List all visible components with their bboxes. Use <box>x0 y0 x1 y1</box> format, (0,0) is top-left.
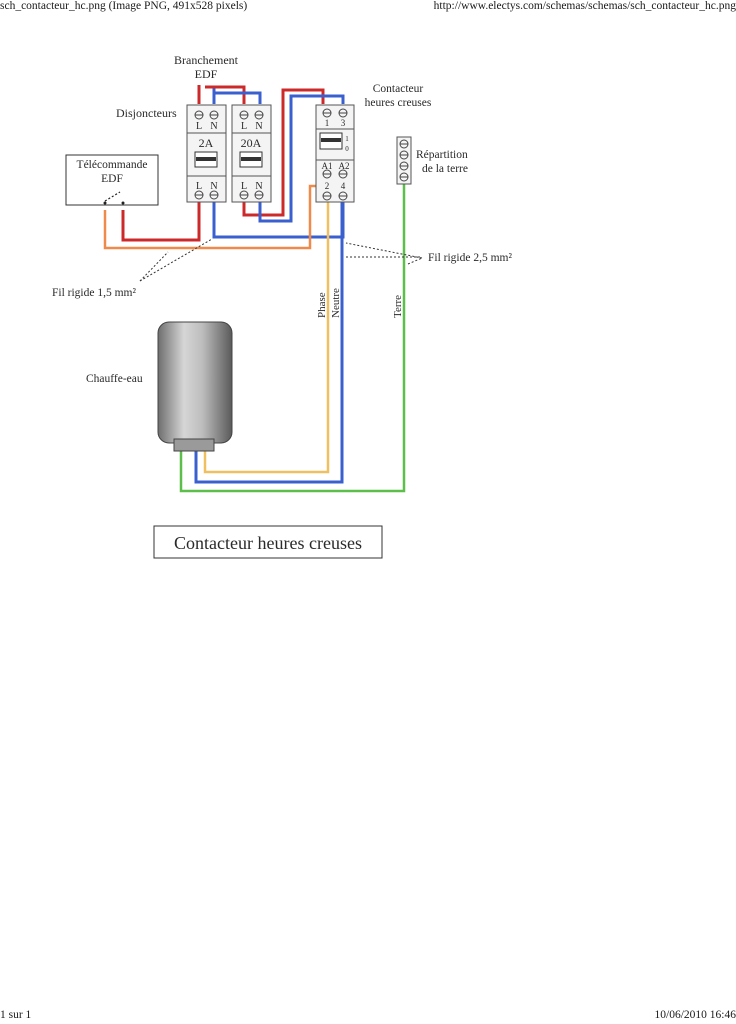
breaker-20a-top-n: N <box>255 121 262 132</box>
neutre-label: Neutre <box>330 288 342 318</box>
neutral-to-heater-wire <box>194 200 344 484</box>
phase-2a-to-remote-wire <box>121 200 201 242</box>
breaker-20a: L N 20A L N <box>231 104 272 203</box>
phase-20a-to-contactor-wire <box>242 88 325 217</box>
breaker-20a-top-l: L <box>241 121 247 132</box>
earth-terminal-block <box>396 136 412 185</box>
contactor-a1: A1 <box>322 161 333 171</box>
phase-to-heater-wire <box>203 200 330 474</box>
breaker-20a-rating: 20A <box>241 136 262 150</box>
repartition-label: Répartition <box>416 149 468 161</box>
breaker-20a-bot-l: L <box>241 181 247 192</box>
contactor-position-0: 0 <box>345 145 349 153</box>
leader-1-5mm-a <box>139 238 213 282</box>
de-la-terre-label: de la terre <box>422 163 468 175</box>
leader-2-5mm-a <box>345 242 423 259</box>
contactor-terminal-2: 2 <box>325 181 330 191</box>
contactor-terminal-4: 4 <box>341 181 346 191</box>
browser-header-url: http://www.electys.com/schemas/schemas/s… <box>433 0 736 12</box>
heures-creuses-label: heures creuses <box>365 97 432 109</box>
telecommande-label: Télécommande <box>77 159 148 171</box>
breaker-2a-top-n: N <box>210 121 217 132</box>
edf-neutral-link-wire <box>214 91 262 104</box>
caption-box <box>153 525 383 559</box>
breaker-2a-bot-n: N <box>210 181 217 192</box>
disjoncteurs-label: Disjoncteurs <box>116 106 177 120</box>
contactor-heures-creuses: 1 3 1 0 A1 A2 2 4 <box>315 104 355 203</box>
browser-footer-page: 1 sur 1 <box>0 1009 32 1021</box>
branchement-label: Branchement <box>174 53 239 67</box>
breaker-2a-top-l: L <box>196 121 202 132</box>
breaker-2a-rating: 2A <box>199 136 214 150</box>
breaker-2a-bot-l: L <box>196 181 202 192</box>
edf-phase-link-wire <box>205 85 246 104</box>
contacteur-label: Contacteur <box>373 83 424 95</box>
branchement-edf-label: EDF <box>195 67 218 81</box>
fil-rigide-1-5-label: Fil rigide 1,5 mm² <box>52 287 137 299</box>
terre-label: Terre <box>392 295 404 318</box>
breaker-20a-bot-n: N <box>255 181 262 192</box>
telecommande-box: Télécommande EDF <box>65 154 159 206</box>
leader-1-5mm-b <box>139 251 169 282</box>
contactor-terminal-1: 1 <box>325 118 330 128</box>
breaker-2a: L N 2A L N <box>186 104 227 203</box>
caption-title: Contacteur heures creuses <box>174 533 362 553</box>
phase-label: Phase <box>316 292 328 318</box>
browser-header-title: sch_contacteur_hc.png (Image PNG, 491x52… <box>0 0 248 12</box>
water-heater-icon <box>157 321 233 452</box>
neutral-2a-to-a2-wire <box>212 200 345 239</box>
neutral-20a-to-contactor-wire <box>258 94 345 223</box>
chauffe-eau-label: Chauffe-eau <box>86 373 143 385</box>
contactor-a2: A2 <box>339 161 350 171</box>
telecommande-edf-label: EDF <box>101 173 123 185</box>
remote-switch-symbol <box>104 191 121 202</box>
leader-2-5mm-c <box>407 257 423 265</box>
fil-rigide-2-5-label: Fil rigide 2,5 mm² <box>428 252 513 264</box>
earth-to-heater-wire <box>179 184 406 493</box>
browser-footer-date: 10/06/2010 16:46 <box>654 1009 736 1021</box>
contactor-terminal-3: 3 <box>341 118 346 128</box>
contactor-position-1: 1 <box>345 135 349 143</box>
